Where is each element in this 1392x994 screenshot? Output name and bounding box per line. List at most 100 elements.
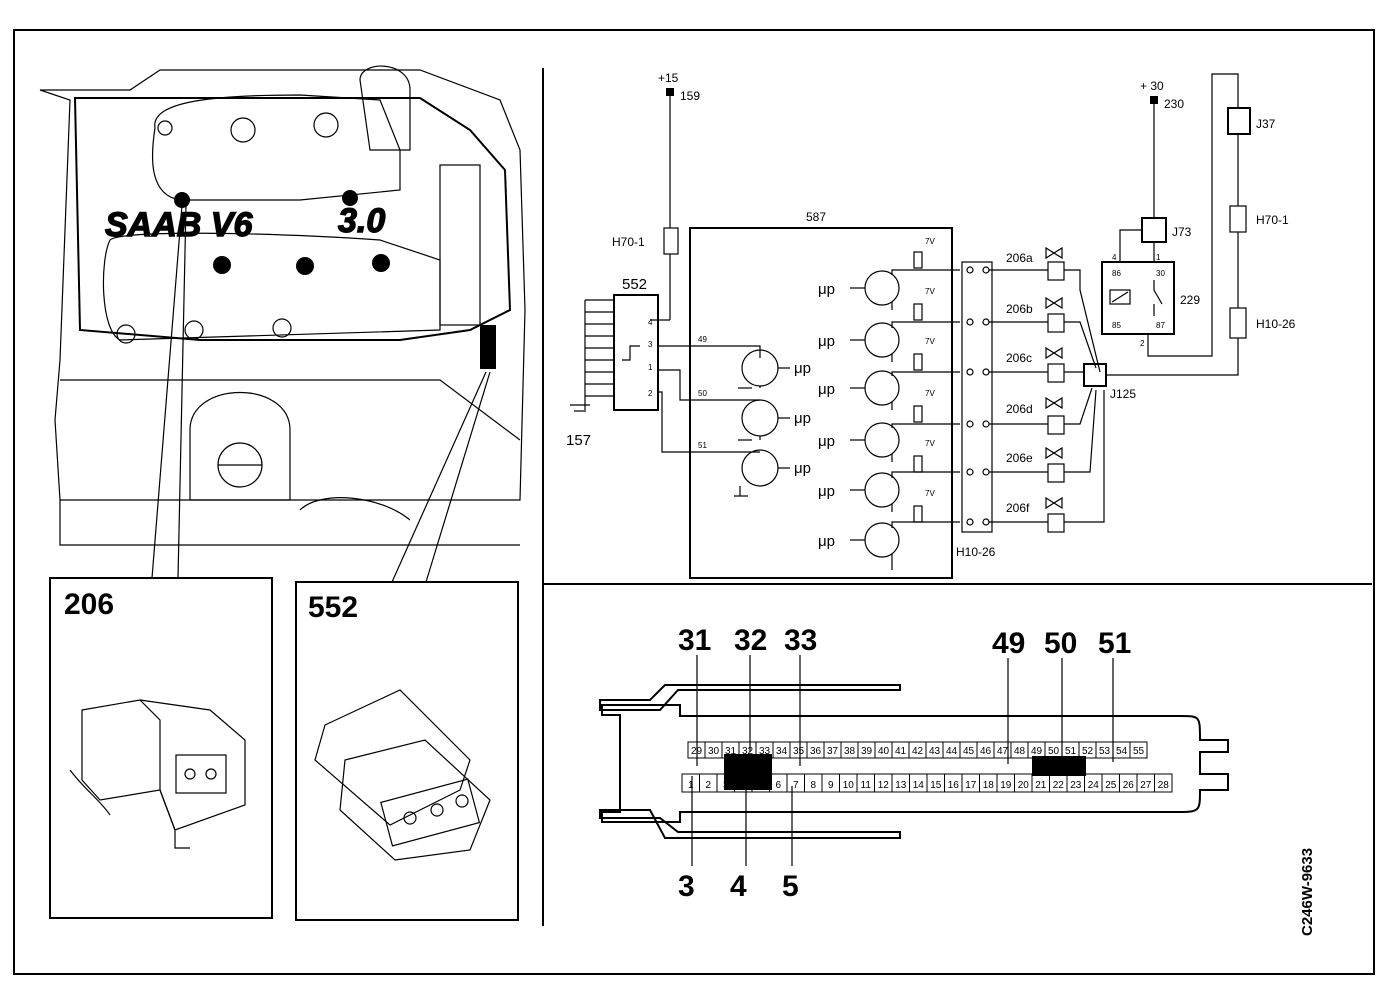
connector-pin-number: 45 [963, 746, 975, 757]
up-input-2: μp [794, 410, 811, 427]
supply-15-label: +15 [658, 71, 679, 85]
relay-pin-4: 4 [1112, 253, 1117, 262]
injector-206d-label: 206d [1006, 402, 1033, 416]
connector-pin-number: 12 [878, 780, 890, 791]
injector-206e-label: 206e [1006, 451, 1033, 465]
ground-157-label: 157 [566, 432, 591, 449]
inset-552: 552 [295, 581, 519, 921]
connector-pin-number: 47 [997, 746, 1009, 757]
injector-206b-label: 206b [1006, 302, 1033, 316]
callout-32: 32 [734, 624, 767, 657]
connector-pin-number: 36 [810, 746, 822, 757]
connector-pin-number: 23 [1070, 780, 1082, 791]
figure-code: C246W-9633 [1299, 848, 1316, 936]
h10-26-right-label: H10-26 [1256, 317, 1296, 331]
connector-pin-number: 9 [828, 780, 834, 791]
connector-pin-number: 39 [861, 746, 873, 757]
supply-30-label: + 30 [1140, 79, 1164, 93]
connector-pin-number: 6 [775, 780, 781, 791]
pin-block-left [724, 754, 772, 790]
h10-26-connector-right [1229, 307, 1247, 339]
inset-206: 206 [49, 577, 273, 919]
connector-pin-number: 37 [827, 746, 839, 757]
up-output-5: μp [818, 483, 835, 500]
relay-pin-86: 86 [1112, 269, 1121, 278]
connector-pin-number: 44 [946, 746, 958, 757]
node-230-label: 230 [1164, 97, 1184, 111]
relay-229-label: 229 [1180, 293, 1200, 307]
connector-pin-number: 24 [1088, 780, 1100, 791]
connector-pin-number: 42 [912, 746, 924, 757]
h10-26-pins [966, 266, 1048, 526]
injector-symbols [1045, 246, 1105, 533]
injector-206a-label: 206a [1006, 251, 1033, 265]
relay-pin-1: 1 [1156, 253, 1161, 262]
connector-pin-number: 41 [895, 746, 907, 757]
injector-connector-drawing [69, 699, 246, 849]
up-output-2: μp [818, 333, 835, 350]
connector-pin-number: 30 [708, 746, 720, 757]
h70-1-connector-right [1229, 205, 1247, 233]
engine-illustration: SAAB V6 3.0 [39, 65, 526, 546]
connector-pin-number: 14 [913, 780, 925, 791]
connector-pin-number: 16 [948, 780, 960, 791]
connector-pin-number: 48 [1014, 746, 1026, 757]
h10-26-bottom-label: H10-26 [956, 545, 996, 559]
inset-206-label: 206 [64, 588, 114, 621]
v7-3: 7V [925, 337, 935, 346]
wire-51: 51 [698, 441, 707, 450]
connector-pin-number: 49 [1031, 746, 1043, 757]
j37-label: J37 [1256, 117, 1276, 131]
connector-pin-number: 27 [1140, 780, 1152, 791]
input-transistors [734, 349, 790, 497]
connector-pin-number: 50 [1048, 746, 1060, 757]
connector-pin-number: 20 [1018, 780, 1030, 791]
connector-pin-number: 18 [983, 780, 995, 791]
relay-pin-85: 85 [1112, 321, 1121, 330]
connector-pin [1154, 773, 1173, 793]
up-output-6: μp [818, 533, 835, 550]
connector-pin-number: 7 [793, 780, 799, 791]
connector-pin-number: 2 [705, 780, 711, 791]
callout-50: 50 [1044, 627, 1077, 660]
sensor-connector-drawing [314, 689, 491, 861]
h70-1-connector-left [663, 227, 679, 255]
connector-pin [1129, 741, 1148, 759]
connector-pin-number: 40 [878, 746, 890, 757]
up-input-3: μp [794, 460, 811, 477]
connector-pin-number: 11 [861, 780, 872, 791]
connector-pin-number: 54 [1116, 746, 1128, 757]
connector-pin-number: 32 [742, 746, 754, 757]
connector-pin-number: 13 [895, 780, 907, 791]
connector-pin-number: 51 [1065, 746, 1077, 757]
callout-51: 51 [1098, 627, 1131, 660]
connector-pin-number: 46 [980, 746, 992, 757]
relay-pin-87: 87 [1156, 321, 1165, 330]
connector-pin-number: 38 [844, 746, 856, 757]
j37-junction [1227, 107, 1251, 135]
callout-31: 31 [678, 624, 711, 657]
callout-3: 3 [678, 870, 695, 903]
connector-pin-number: 34 [776, 746, 788, 757]
ecu-587-box [689, 227, 953, 579]
node-159-label: 159 [680, 89, 700, 103]
engine-badge-right: 3.0 [338, 202, 385, 240]
connector-pin-number: 55 [1133, 746, 1145, 757]
sensor-pin-4: 4 [648, 318, 653, 327]
h70-1-right-label: H70-1 [1256, 213, 1289, 227]
v7-4: 7V [925, 389, 935, 398]
up-input-1: μp [794, 360, 811, 377]
output-drivers [850, 251, 960, 570]
j125-label: J125 [1110, 387, 1136, 401]
circuit-schematic: +15 159 H70-1 552 4 3 1 2 157 49 50 51 5… [566, 71, 1296, 579]
callout-49: 49 [992, 627, 1025, 660]
callout-33: 33 [784, 624, 817, 657]
relay-pin-2: 2 [1140, 339, 1145, 348]
up-output-4: μp [818, 433, 835, 450]
connector-pin-number: 1 [688, 780, 694, 791]
connector-pin-number: 21 [1035, 780, 1047, 791]
callout-leaders [691, 655, 1114, 866]
j125-splice [1083, 363, 1107, 387]
